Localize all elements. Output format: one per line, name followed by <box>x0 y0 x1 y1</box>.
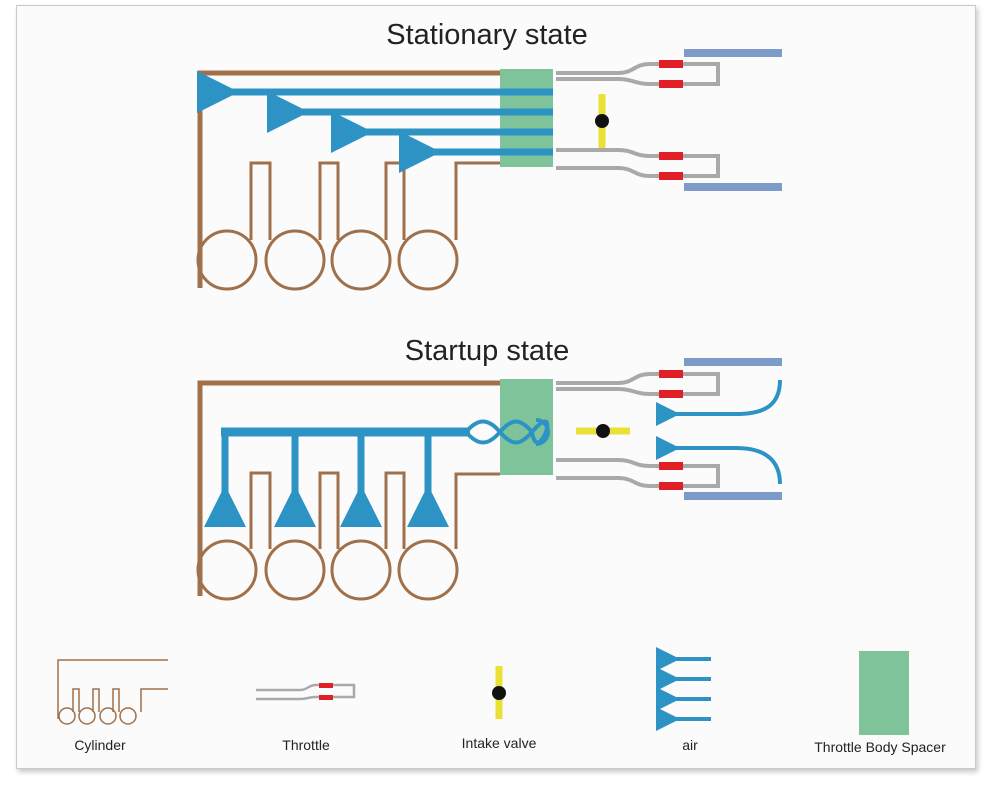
throttle-icon <box>256 683 356 701</box>
stationary-state-title: Stationary state <box>386 19 588 51</box>
stationary-throttle-top <box>556 62 720 86</box>
legend-cylinder-label: Cylinder <box>74 737 126 753</box>
legend-throttle-label: Throttle <box>282 737 330 753</box>
startup-throttle-top <box>556 372 720 396</box>
startup-manifold <box>196 380 500 601</box>
startup-seal-top-a <box>659 370 683 378</box>
startup-air-flow <box>204 418 551 527</box>
cylinder-1 <box>196 539 258 601</box>
startup-seal-top-b <box>659 390 683 398</box>
cylinder-3 <box>330 229 392 291</box>
cylinder-4 <box>397 539 459 601</box>
stationary-air-arrows <box>197 71 553 173</box>
legend-air-label: air <box>682 737 698 753</box>
startup-incoming-air <box>656 379 782 485</box>
stationary-valve-pivot <box>595 114 609 128</box>
stationary-seal-bottom-a <box>659 152 683 160</box>
intake-valve-icon <box>492 666 506 719</box>
startup-seal-bottom-a <box>659 462 683 470</box>
cylinder-3 <box>330 539 392 601</box>
cylinder-2 <box>264 229 326 291</box>
air-swirl-curl <box>535 418 551 446</box>
stationary-manifold <box>196 70 500 291</box>
incoming-air-bottom <box>656 436 782 485</box>
legend-spacer-label: Throttle Body Spacer <box>814 739 946 755</box>
startup-valve-pivot <box>596 424 610 438</box>
cylinder-2 <box>264 539 326 601</box>
spacer-icon <box>859 651 909 735</box>
stationary-seal-top-a <box>659 60 683 68</box>
startup-state-title: Startup state <box>405 335 569 367</box>
stationary-seal-top-b <box>659 80 683 88</box>
air-arrows-icon <box>656 647 711 731</box>
stationary-throttle-bottom <box>556 148 720 178</box>
startup-state-group <box>196 358 782 601</box>
cylinder-4 <box>397 229 459 291</box>
legend: Cylinder Throttle Intake valve air Throt… <box>57 647 946 755</box>
startup-throttle-bottom <box>556 458 720 488</box>
cylinder-1 <box>196 229 258 291</box>
startup-seal-bottom-b <box>659 482 683 490</box>
legend-intake-valve-label: Intake valve <box>462 735 537 751</box>
incoming-air-top <box>656 379 782 426</box>
cylinder-icon <box>57 659 168 725</box>
stationary-state-group <box>196 49 782 291</box>
stationary-seal-bottom-b <box>659 172 683 180</box>
